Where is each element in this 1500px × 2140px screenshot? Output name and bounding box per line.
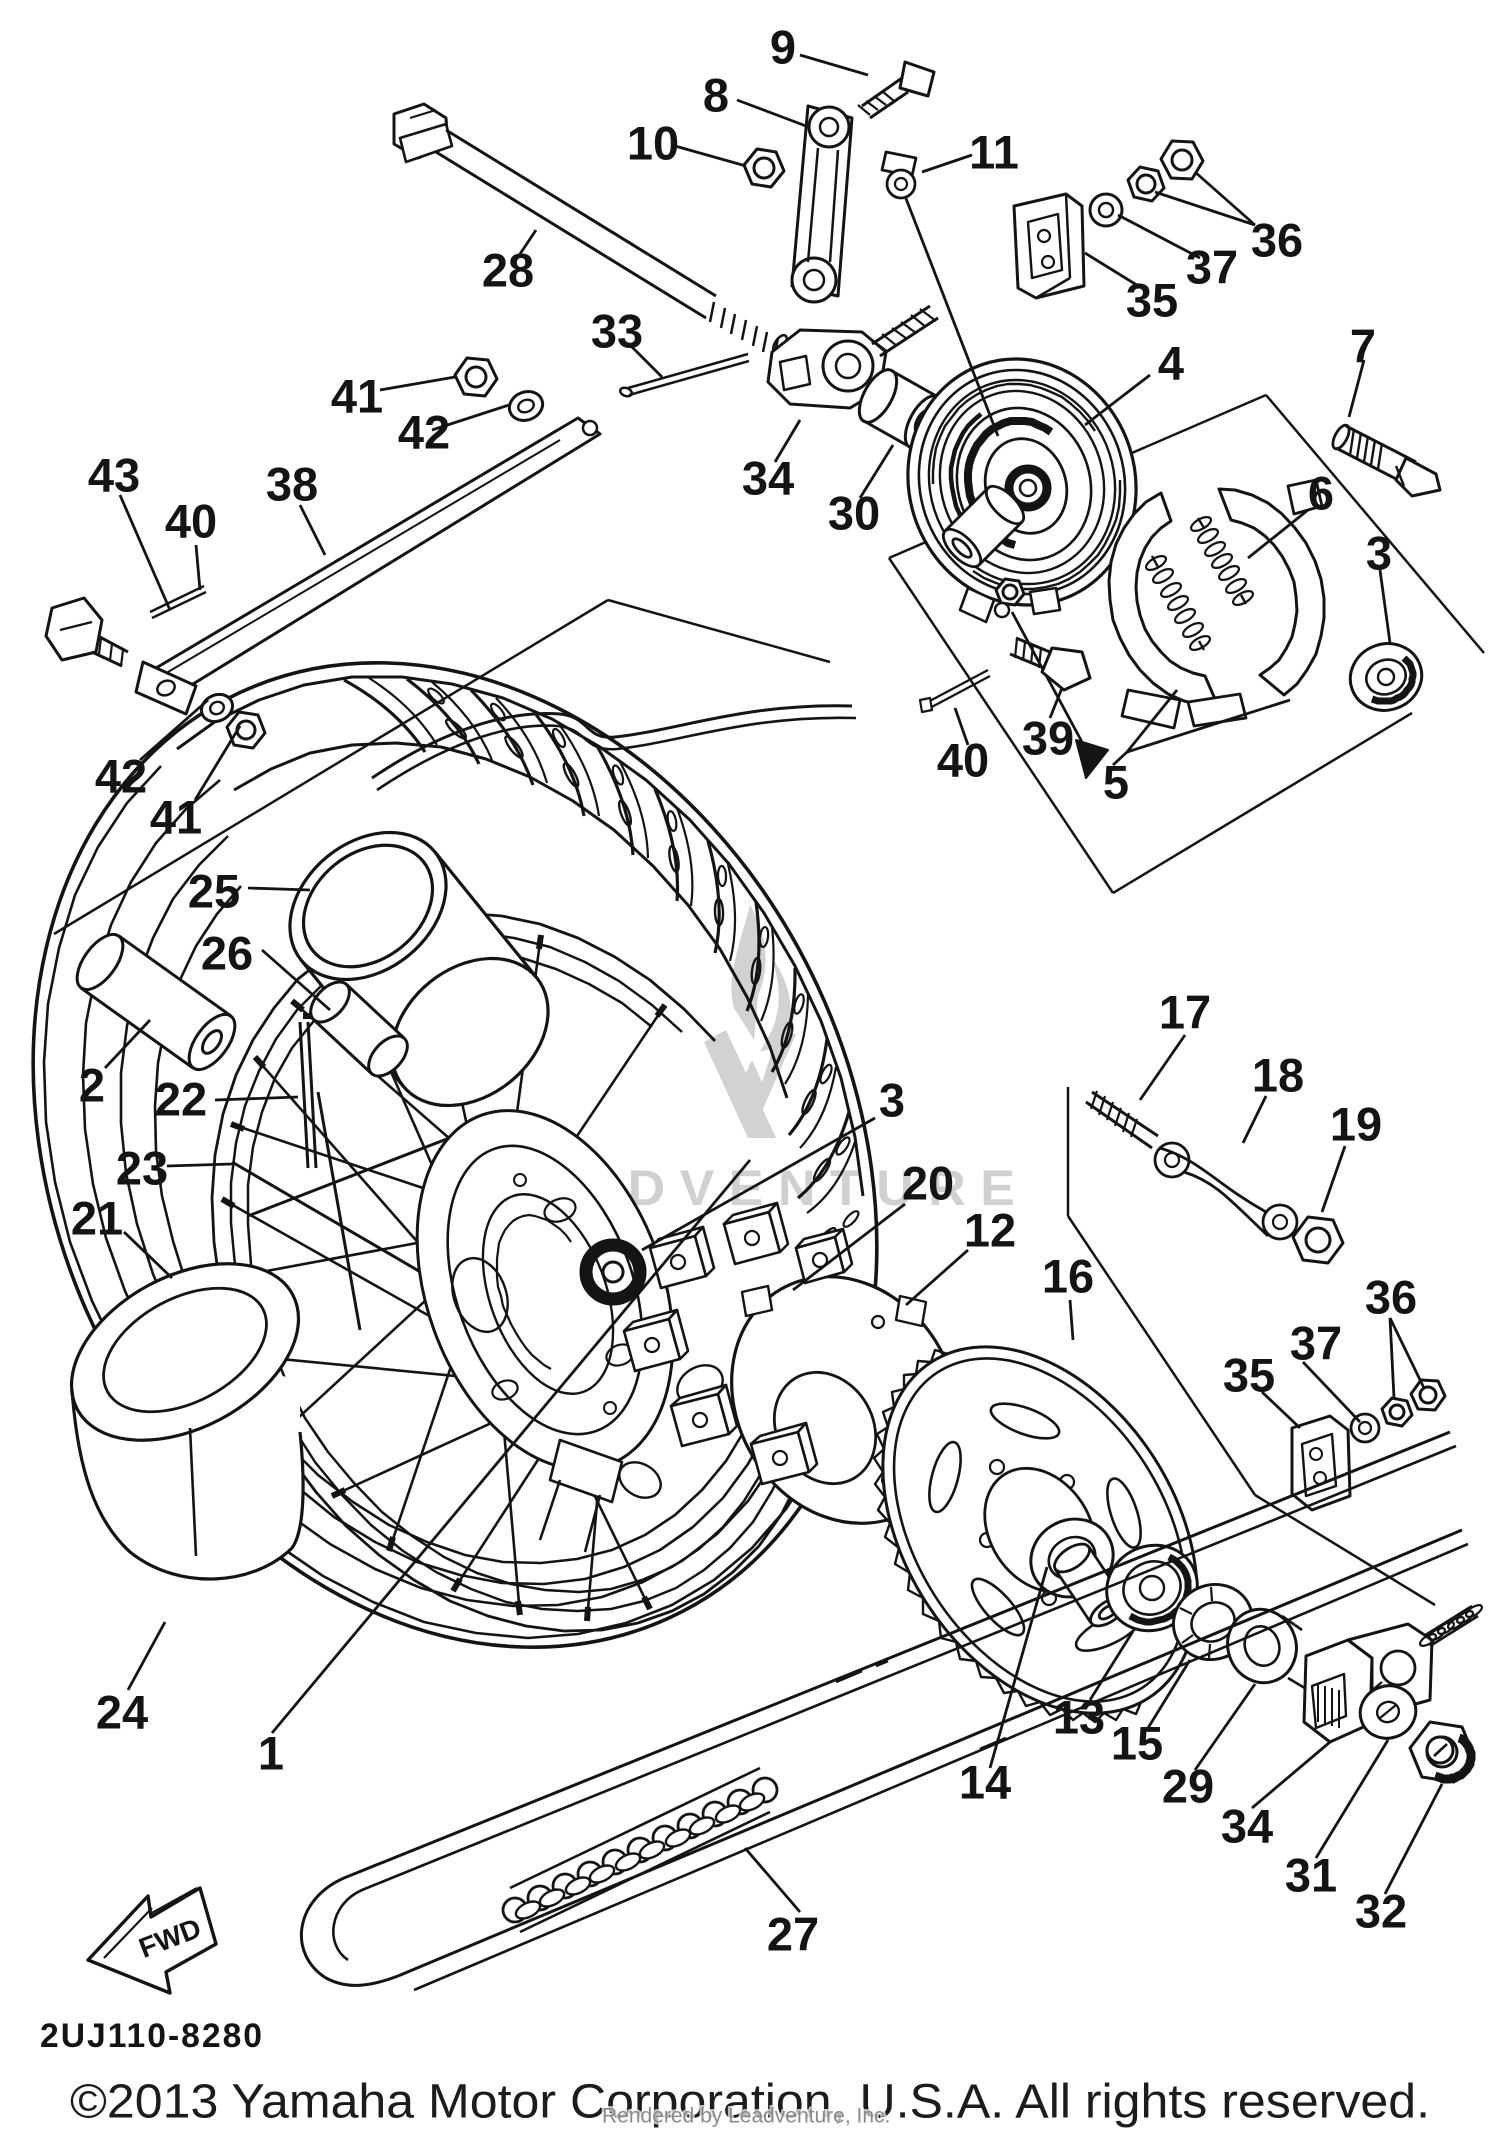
svg-text:38: 38 — [266, 458, 318, 511]
svg-text:41: 41 — [150, 791, 202, 844]
svg-text:26: 26 — [201, 927, 253, 980]
svg-text:11: 11 — [969, 126, 1019, 179]
svg-text:3: 3 — [1366, 527, 1392, 580]
svg-text:16: 16 — [1042, 1250, 1094, 1303]
svg-text:40: 40 — [165, 495, 217, 548]
svg-text:25: 25 — [188, 865, 240, 918]
svg-text:41: 41 — [331, 370, 383, 423]
svg-text:10: 10 — [627, 117, 679, 170]
svg-text:43: 43 — [88, 449, 140, 502]
svg-text:40: 40 — [937, 734, 989, 787]
svg-text:37: 37 — [1186, 241, 1238, 294]
svg-text:15: 15 — [1111, 1717, 1163, 1770]
svg-text:12: 12 — [964, 1204, 1016, 1257]
svg-text:19: 19 — [1330, 1098, 1382, 1151]
svg-text:35: 35 — [1223, 1349, 1275, 1402]
svg-text:23: 23 — [116, 1142, 168, 1195]
svg-text:9: 9 — [770, 21, 796, 74]
svg-text:31: 31 — [1285, 1849, 1337, 1902]
svg-text:24: 24 — [96, 1686, 148, 1739]
svg-text:2: 2 — [79, 1059, 105, 1112]
svg-text:34: 34 — [1221, 1800, 1273, 1853]
svg-text:29: 29 — [1162, 1760, 1214, 1813]
svg-text:39: 39 — [1022, 712, 1074, 765]
svg-text:22: 22 — [155, 1073, 207, 1126]
svg-text:28: 28 — [482, 244, 534, 297]
svg-text:1: 1 — [258, 1727, 284, 1780]
svg-text:5: 5 — [1103, 756, 1129, 809]
svg-text:©2013 Yamaha Motor Corporation: ©2013 Yamaha Motor Corporation, U.S.A. A… — [70, 2076, 1430, 2129]
svg-text:13: 13 — [1053, 1691, 1105, 1744]
svg-text:17: 17 — [1159, 986, 1211, 1039]
svg-text:32: 32 — [1355, 1885, 1407, 1938]
svg-text:7: 7 — [1350, 320, 1376, 373]
svg-text:35: 35 — [1126, 274, 1178, 327]
svg-text:20: 20 — [902, 1157, 954, 1210]
svg-text:30: 30 — [828, 487, 880, 540]
svg-text:36: 36 — [1251, 214, 1303, 267]
svg-text:8: 8 — [703, 69, 729, 122]
svg-text:33: 33 — [591, 305, 643, 358]
svg-text:18: 18 — [1252, 1049, 1304, 1102]
svg-text:21: 21 — [71, 1192, 123, 1245]
svg-text:42: 42 — [95, 750, 147, 803]
svg-text:36: 36 — [1365, 1271, 1417, 1324]
svg-text:34: 34 — [742, 452, 794, 505]
svg-text:14: 14 — [959, 1756, 1011, 1809]
svg-text:3: 3 — [879, 1074, 905, 1127]
svg-text:6: 6 — [1308, 467, 1334, 520]
svg-text:42: 42 — [398, 406, 450, 459]
svg-text:2UJ110-8280: 2UJ110-8280 — [40, 2017, 264, 2055]
svg-text:Rendered by Leadventure, Inc.: Rendered by Leadventure, Inc. — [602, 2105, 890, 2128]
svg-text:4: 4 — [1158, 337, 1184, 390]
svg-text:27: 27 — [767, 1908, 819, 1961]
svg-text:37: 37 — [1290, 1317, 1342, 1370]
